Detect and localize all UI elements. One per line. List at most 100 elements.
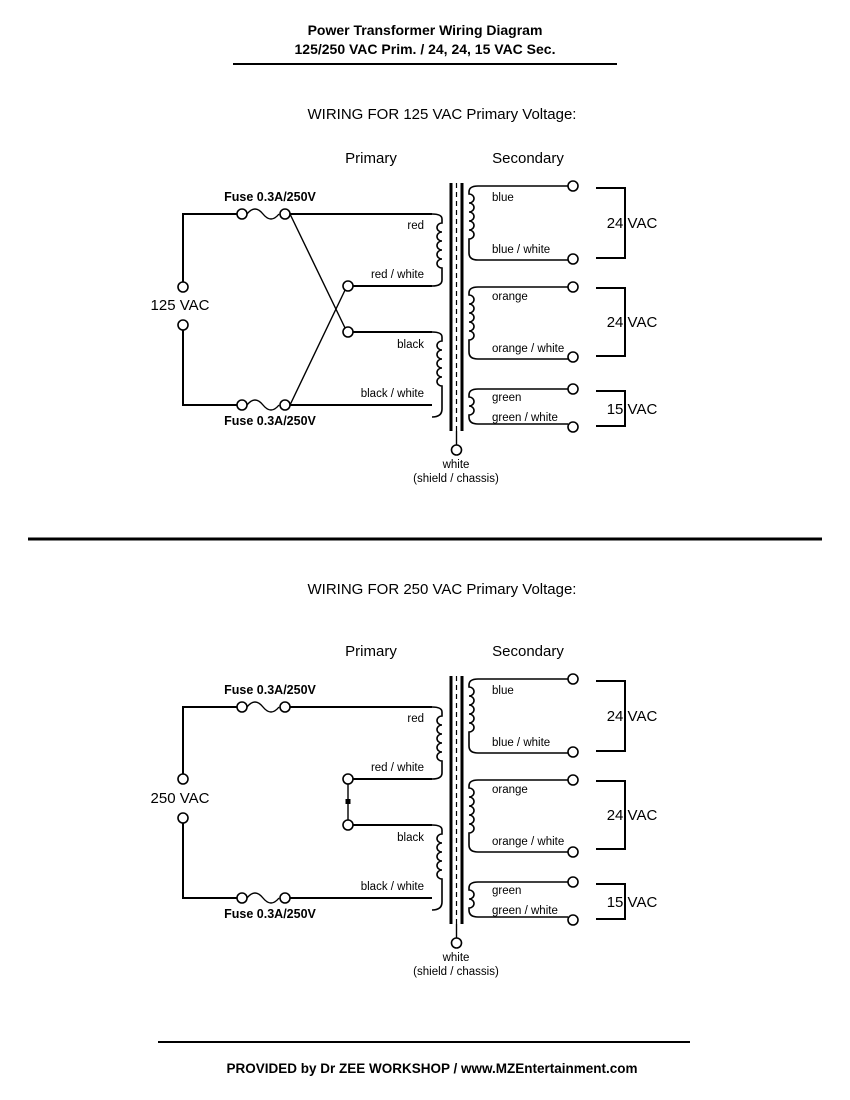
secondary-winding-orange <box>468 779 568 853</box>
output-voltage-3: 15 VAC <box>607 894 658 911</box>
shield-sublabel: (shield / chassis) <box>413 966 499 978</box>
secondary-winding-blue <box>468 678 568 754</box>
diagram-250vac: WIRING FOR 250 VAC Primary Voltage: Prim… <box>151 581 658 978</box>
tap-terminal-red-white <box>342 280 354 292</box>
output-voltage-1: 24 VAC <box>607 708 658 725</box>
fuse-top-label: Fuse 0.3A/250V <box>224 683 316 697</box>
input-wire-bottom <box>182 326 242 406</box>
sec-terminal-green-white <box>567 914 579 926</box>
tap-label-black-white: black / white <box>361 388 424 400</box>
fuse-terminal <box>236 208 248 220</box>
secondary-winding-green <box>468 881 568 918</box>
tap-label-black: black <box>397 339 424 351</box>
sec-label-green: green <box>492 392 521 404</box>
diagram-heading: WIRING FOR 250 VAC Primary Voltage: <box>308 581 577 598</box>
input-wire-bottom <box>182 819 242 899</box>
fuse-terminal <box>279 892 291 904</box>
tap-label-black-white: black / white <box>361 881 424 893</box>
input-terminal-bottom <box>177 812 189 824</box>
sec-terminal-blue-white <box>567 253 579 265</box>
sec-terminal-blue <box>567 180 579 192</box>
sec-label-blue: blue <box>492 685 514 697</box>
input-terminal-bottom <box>177 319 189 331</box>
primary-coil-upper <box>431 706 443 780</box>
fuse-terminal <box>236 892 248 904</box>
sec-label-green-white: green / white <box>492 905 558 917</box>
primary-label: Primary <box>345 150 397 167</box>
fuse-element <box>246 399 280 411</box>
cross-wire-b <box>289 285 348 406</box>
sec-terminal-orange <box>567 774 579 786</box>
fuse-bottom <box>236 892 291 904</box>
secondary-winding-orange <box>468 286 568 360</box>
shield-sublabel: (shield / chassis) <box>413 473 499 485</box>
secondary-label: Secondary <box>492 643 564 660</box>
sec-terminal-green-white <box>567 421 579 433</box>
output-voltage-2: 24 VAC <box>607 314 658 331</box>
sec-label-blue-white: blue / white <box>492 737 550 749</box>
sec-label-green-white: green / white <box>492 412 558 424</box>
shield-label: white <box>442 459 470 471</box>
output-bracket-2 <box>596 780 626 850</box>
tap-terminal-red-white <box>342 773 354 785</box>
output-bracket-1 <box>596 187 626 259</box>
input-terminal-top <box>177 281 189 293</box>
input-voltage-label: 250 VAC <box>151 790 210 807</box>
fuse-bottom-label: Fuse 0.3A/250V <box>224 414 316 428</box>
diagram-heading: WIRING FOR 125 VAC Primary Voltage: <box>308 106 577 123</box>
fuse-top-label: Fuse 0.3A/250V <box>224 190 316 204</box>
tap-label-black: black <box>397 832 424 844</box>
sec-terminal-orange-white <box>567 846 579 858</box>
sec-terminal-green <box>567 383 579 395</box>
fuse-bottom-label: Fuse 0.3A/250V <box>224 907 316 921</box>
sec-terminal-orange <box>567 281 579 293</box>
tap-terminal-black <box>342 819 354 831</box>
footer-credit: PROVIDED by Dr ZEE WORKSHOP / www.MZEnte… <box>226 1061 637 1076</box>
cross-wire-a <box>289 213 348 333</box>
sec-label-green: green <box>492 885 521 897</box>
tap-label-red: red <box>407 220 424 232</box>
secondary-label: Secondary <box>492 150 564 167</box>
jumper-node <box>345 799 351 804</box>
sec-label-orange-white: orange / white <box>492 343 564 355</box>
secondary-winding-blue <box>468 185 568 261</box>
fuse-element <box>246 208 280 220</box>
fuse-element <box>246 701 280 713</box>
sec-label-orange-white: orange / white <box>492 836 564 848</box>
tap-label-red: red <box>407 713 424 725</box>
sec-label-blue-white: blue / white <box>492 244 550 256</box>
primary-coil-lower <box>431 824 443 911</box>
input-wire-top <box>182 213 242 282</box>
title-line-2: 125/250 VAC Prim. / 24, 24, 15 VAC Sec. <box>295 41 556 57</box>
fuse-element <box>246 892 280 904</box>
fuse-terminal <box>279 399 291 411</box>
sec-terminal-blue <box>567 673 579 685</box>
output-voltage-3: 15 VAC <box>607 401 658 418</box>
sec-terminal-orange-white <box>567 351 579 363</box>
sec-label-blue: blue <box>492 192 514 204</box>
fuse-terminal <box>236 701 248 713</box>
sec-terminal-green <box>567 876 579 888</box>
tap-terminal-black <box>342 326 354 338</box>
output-bracket-1 <box>596 680 626 752</box>
output-voltage-1: 24 VAC <box>607 215 658 232</box>
input-wire-top <box>182 706 242 774</box>
input-terminal-top <box>177 773 189 785</box>
primary-coil-upper <box>431 213 443 287</box>
output-bracket-3 <box>596 883 626 920</box>
output-voltage-2: 24 VAC <box>607 807 658 824</box>
tap-label-red-white: red / white <box>371 762 424 774</box>
sec-label-orange: orange <box>492 784 528 796</box>
fuse-top <box>236 208 291 220</box>
diagram-125vac: WIRING FOR 125 VAC Primary Voltage: Prim… <box>151 106 658 485</box>
tap-label-red-white: red / white <box>371 269 424 281</box>
input-voltage-label: 125 VAC <box>151 297 210 314</box>
fuse-terminal <box>279 701 291 713</box>
title-line-1: Power Transformer Wiring Diagram <box>308 22 543 38</box>
primary-label: Primary <box>345 643 397 660</box>
fuse-terminal <box>236 399 248 411</box>
fuse-top <box>236 701 291 713</box>
sec-label-orange: orange <box>492 291 528 303</box>
